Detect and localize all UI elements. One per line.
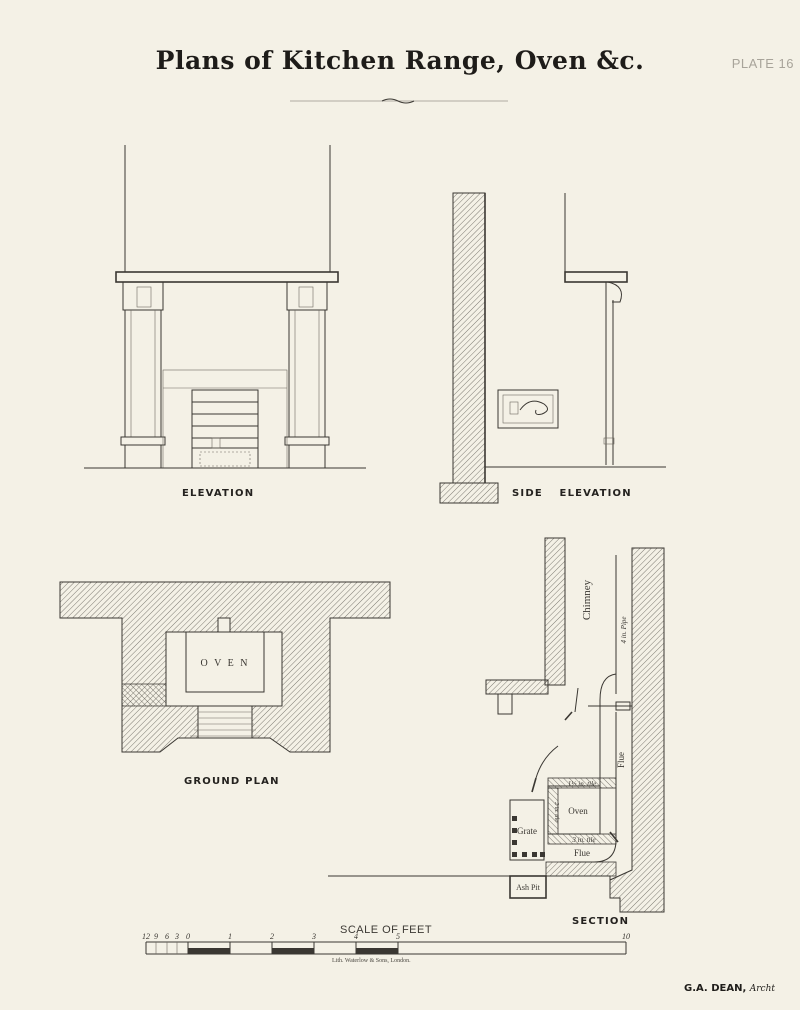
scale-title: SCALE OF FEET	[340, 924, 433, 936]
architect-suffix: Archt	[749, 984, 776, 994]
scale-tick: 2	[270, 932, 274, 941]
scale-tick: 0	[186, 932, 190, 941]
plate-title: Plans of Kitchen Range, Oven &c.	[155, 46, 645, 75]
chimney-label: Chimney	[581, 579, 593, 620]
grate-bars	[512, 816, 545, 857]
flue-lower-label: Flue	[574, 848, 590, 858]
architect-signature: G.A. DEAN, Archt	[684, 983, 775, 994]
oven-plan-label: O V E N	[201, 658, 250, 669]
scale-tick: 1	[228, 932, 232, 941]
lithographer-credit: Lith. Waterlow & Sons, London.	[332, 958, 411, 964]
side-elevation-drawing	[439, 192, 666, 504]
scale-tick: 10	[622, 932, 630, 941]
scale-tick: 12	[142, 932, 150, 941]
scale-bar	[145, 941, 627, 955]
ground-plan-label: GROUND PLAN	[184, 776, 280, 787]
ground-plan-drawing	[59, 581, 391, 753]
plate-number: PLATE 16	[731, 56, 794, 71]
elevation-drawing	[84, 145, 366, 469]
scale-ticks: 12 9 6 3 0 1 2 3 4 5 10	[142, 932, 630, 941]
grate-label: Grate	[517, 826, 537, 836]
scale-tick: 3	[311, 932, 316, 941]
scale-tick: 6	[165, 932, 169, 941]
architect-name: G.A. DEAN,	[684, 983, 747, 994]
pipe-label: 4 in. Pipe	[620, 616, 628, 643]
tile-side-label: 2 in. tile	[553, 802, 559, 822]
scale-tick: 3	[174, 932, 179, 941]
tile-top-label: 1½ in. tile	[568, 780, 596, 788]
scale-tick: 4	[354, 932, 358, 941]
scale-tick: 5	[396, 932, 400, 941]
side-elevation-label: SIDE ELEVATION	[512, 488, 632, 499]
elevation-label: ELEVATION	[182, 488, 255, 499]
oven-section-label: Oven	[568, 806, 588, 816]
ash-pit-label: Ash Pit	[516, 883, 541, 892]
tile-bottom-label: 3 in. tile	[571, 836, 595, 844]
section-drawing	[328, 537, 665, 913]
scale-tick: 9	[154, 932, 158, 941]
flue-upper-label: Flue	[616, 752, 626, 768]
section-label: SECTION	[572, 916, 630, 927]
title-rule	[290, 98, 508, 104]
